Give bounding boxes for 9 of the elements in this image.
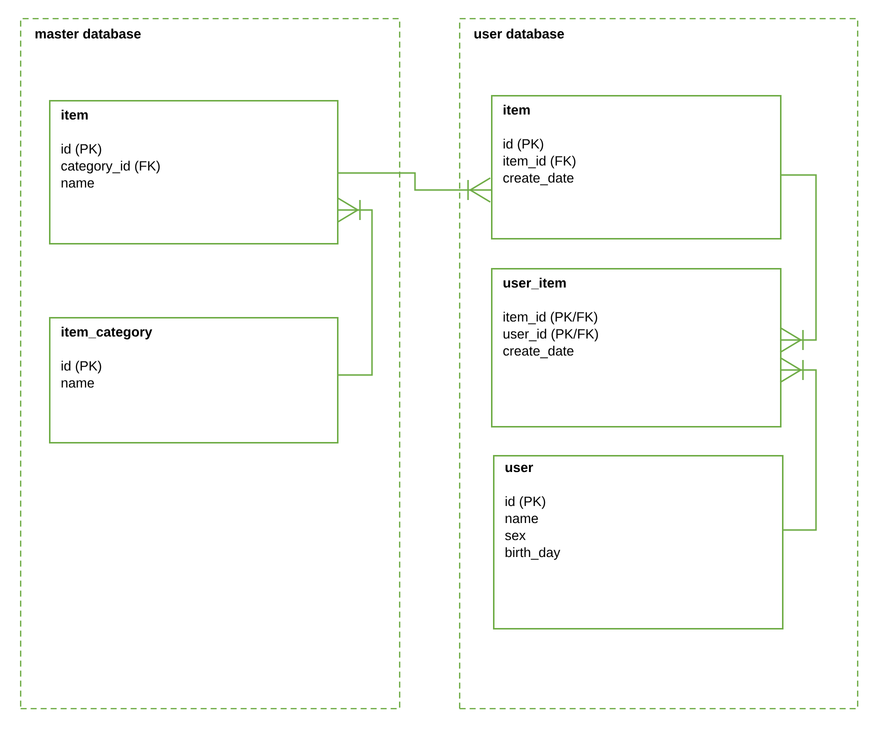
relationship-line	[780, 357, 817, 531]
relationship-line	[780, 174, 817, 353]
table-box: user id (PK) name sex birth_day	[493, 455, 784, 630]
table-box: item_category id (PK) name	[49, 317, 338, 444]
relationship-line	[337, 197, 373, 376]
table-box: item id (PK) category_id (FK) name	[49, 100, 338, 244]
table-box: user_item item_id (PK/FK) user_id (PK/FK) create_date	[491, 268, 782, 428]
relationship-line	[338, 172, 492, 203]
table-box: item id (PK) item_id (FK) create_date	[491, 95, 782, 240]
